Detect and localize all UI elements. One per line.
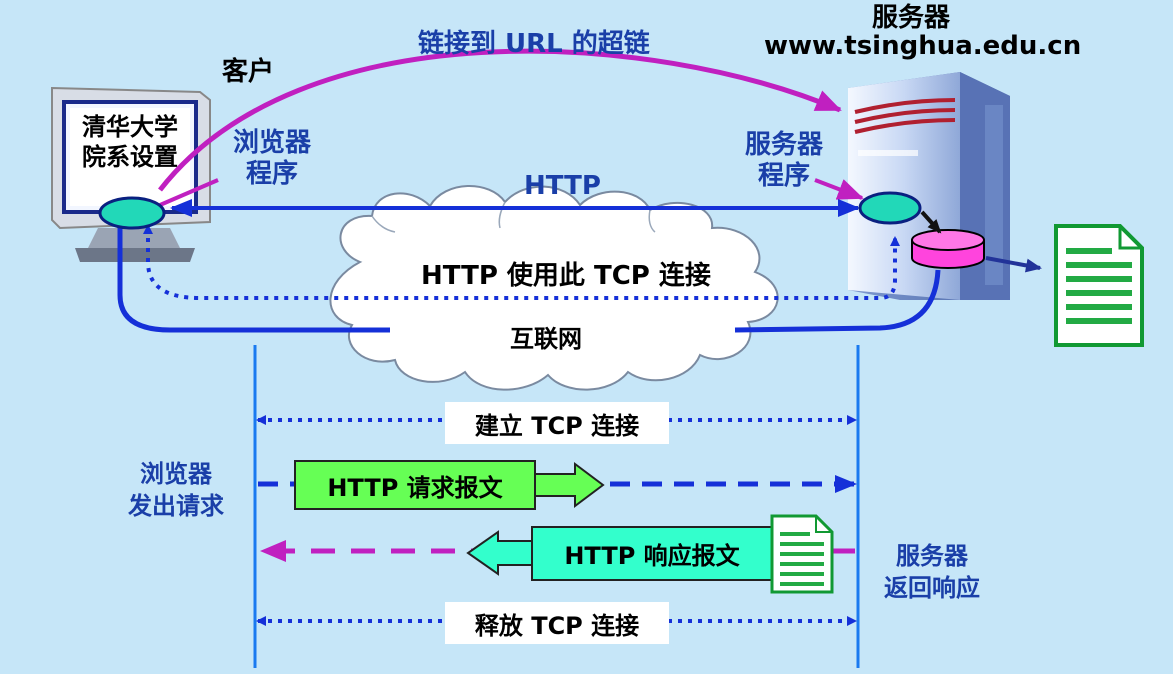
server-program-icon (858, 191, 922, 225)
response-box (531, 526, 781, 581)
server-caption-line-1: 服务器 (896, 542, 968, 570)
server-program-line-1: 服务器 (744, 130, 823, 160)
browser-program-label: 浏览器 程序 (220, 128, 324, 190)
client-internet-line (117, 228, 390, 333)
server-url: www.tsinghua.edu.cn (764, 31, 1082, 61)
database-icon (911, 229, 985, 269)
screen-line-1: 清华大学 (82, 113, 178, 141)
request-label: HTTP 请求报文 (327, 473, 503, 502)
internet-label: 互联网 (510, 325, 582, 353)
hyperlink-arrow (158, 48, 842, 192)
server-to-db-arrow (920, 210, 942, 234)
browser-caption-line-1: 浏览器 (140, 460, 212, 488)
server-program-pointer (814, 178, 864, 200)
client-label: 客户 (222, 57, 275, 87)
server-label: 服务器 (872, 3, 951, 33)
browser-caption-line-2: 发出请求 (128, 492, 224, 520)
response-label: HTTP 响应报文 (564, 542, 740, 570)
tcp-connection-label: HTTP 使用此 TCP 连接 (421, 261, 711, 291)
document-icon (1054, 224, 1144, 347)
http-label: HTTP (524, 171, 601, 201)
browser-label-line-1: 浏览器 (232, 128, 311, 158)
server-response-caption: 服务器 返回响应 (872, 540, 992, 604)
hyperlink-label: 链接到 URL 的超链 (418, 29, 650, 59)
screen-line-2: 院系设置 (82, 143, 178, 171)
server-program-label: 服务器 程序 (732, 130, 836, 192)
server-caption-line-2: 返回响应 (884, 574, 980, 602)
computer-monitor-icon (51, 86, 211, 262)
release-label-box (445, 602, 669, 644)
db-to-document-arrow (985, 256, 1042, 273)
response-document-icon (770, 514, 834, 594)
browser-request-caption: 浏览器 发出请求 (116, 458, 236, 522)
response-box-arrow (466, 530, 533, 576)
browser-pointer (159, 178, 219, 207)
browser-program-icon (98, 196, 166, 230)
cloud-icon (329, 185, 779, 391)
server-program-line-2: 程序 (757, 161, 810, 191)
establish-label-box (445, 402, 669, 444)
request-box-arrow (534, 462, 605, 508)
release-label: 释放 TCP 连接 (474, 611, 640, 640)
browser-label-line-2: 程序 (245, 159, 298, 189)
monitor-screen-text: 清华大学 院系设置 (70, 112, 190, 172)
establish-label: 建立 TCP 连接 (474, 411, 640, 440)
server-internet-line (734, 269, 941, 333)
